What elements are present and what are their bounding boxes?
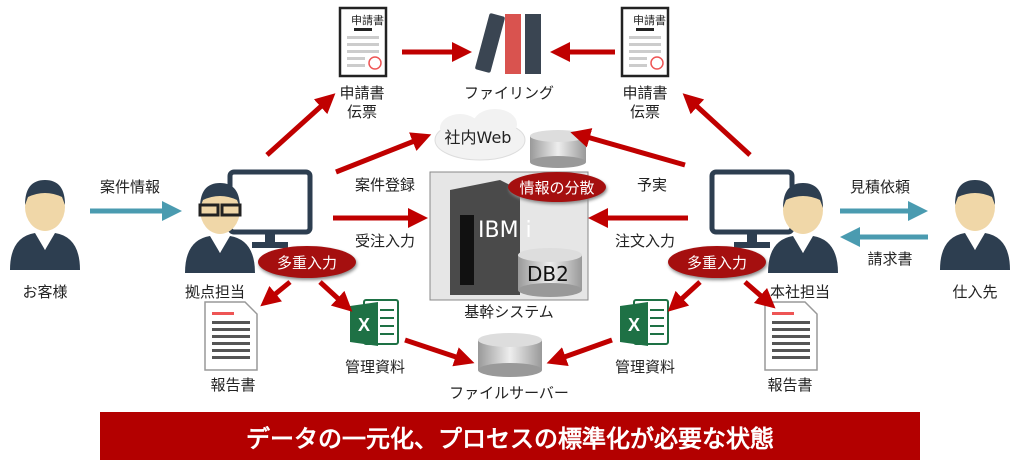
budget-actual-label: 予実 xyxy=(636,176,668,194)
db2-label: DB2 xyxy=(527,262,569,286)
case-info-label: 案件情報 xyxy=(99,178,161,196)
monitor-icon xyxy=(230,172,310,248)
binders-icon xyxy=(475,13,541,74)
db2-icon xyxy=(518,248,582,297)
core-system-label: 基幹システム xyxy=(464,303,554,321)
supplier-label: 仕入先 xyxy=(952,283,998,301)
form-label: 申請書伝票 xyxy=(339,84,384,122)
multi-input-callout: 多重入力 xyxy=(668,246,766,278)
report-label: 報告書 xyxy=(210,376,256,394)
form-label-2: 伝票 xyxy=(346,103,378,121)
branch-label: 拠点担当 xyxy=(184,283,246,301)
order-receive-label: 受注入力 xyxy=(354,232,416,250)
form-label: 申請書伝票 xyxy=(622,84,667,122)
form-title: 申請書 xyxy=(351,14,384,27)
ibm-i-label: IBM i xyxy=(478,218,532,243)
hq-label: 本社担当 xyxy=(769,283,831,301)
red-arrows xyxy=(260,42,776,367)
dispersed-callout: 情報の分散 xyxy=(508,172,606,202)
invoice-label: 請求書 xyxy=(867,250,913,268)
form-label-1: 申請書 xyxy=(339,84,385,102)
customer-icon xyxy=(10,180,80,270)
form-title: 申請書 xyxy=(633,14,666,27)
multi-input-callout: 多重入力 xyxy=(258,246,356,278)
mgmt-docs-label: 管理資料 xyxy=(344,358,406,376)
cloud-icon xyxy=(434,109,526,161)
order-place-label: 注文入力 xyxy=(614,232,676,250)
report-icon xyxy=(764,301,818,371)
teal-arrows xyxy=(90,201,928,247)
quote-request-label: 見積依頼 xyxy=(849,178,911,196)
summary-banner: データの一元化、プロセスの標準化が必要な状態 xyxy=(100,412,920,460)
report-icon xyxy=(204,301,258,371)
filing-label: ファイリング xyxy=(463,84,555,102)
excel-icon xyxy=(619,299,669,347)
database-icon xyxy=(530,130,586,168)
customer-label: お客様 xyxy=(22,283,68,301)
report-label: 報告書 xyxy=(767,376,813,394)
intranet-label: 社内Web xyxy=(444,128,512,147)
file-server-icon xyxy=(478,333,542,377)
file-server-label: ファイルサーバー xyxy=(449,384,569,402)
supplier-icon xyxy=(940,180,1010,270)
mgmt-docs-label: 管理資料 xyxy=(614,358,676,376)
monitor-icon xyxy=(712,172,792,248)
form-label-2: 伝票 xyxy=(629,103,661,121)
form-label-1: 申請書 xyxy=(622,84,668,102)
case-register-label: 案件登録 xyxy=(354,176,416,194)
excel-icon xyxy=(349,299,399,347)
